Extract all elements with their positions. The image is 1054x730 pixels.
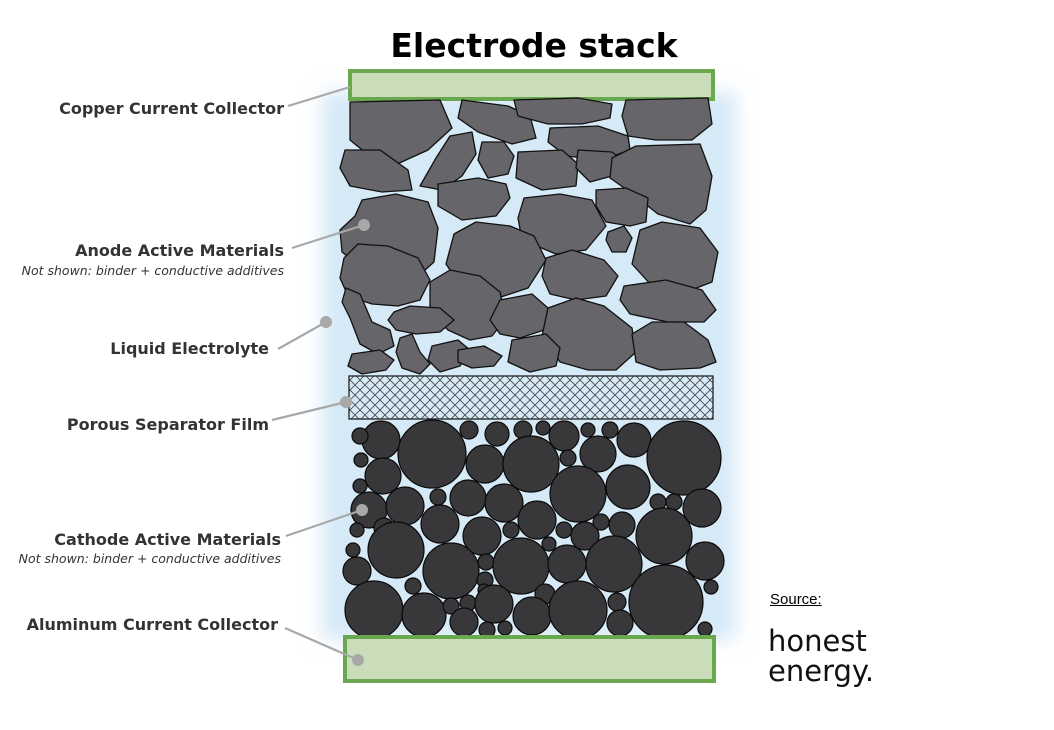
brand-line-2: energy. <box>768 654 875 688</box>
porous-separator-film <box>348 375 714 420</box>
cathode-particle <box>646 420 722 496</box>
cathode-particle <box>555 521 573 539</box>
cathode-particle <box>345 542 361 558</box>
cathode-particle <box>364 457 402 495</box>
cathode-particle <box>547 544 587 584</box>
cathode-particle <box>502 435 560 493</box>
note-cathode: Not shown: binder + conductive additives <box>18 551 281 566</box>
cathode-particle <box>579 435 617 473</box>
cathode-particle <box>601 421 619 439</box>
cathode-particle <box>361 420 401 460</box>
cathode-particle <box>404 577 422 595</box>
cathode-particle <box>484 421 510 447</box>
cathode-particle <box>367 521 425 579</box>
cathode-particle <box>703 579 719 595</box>
leader-dot-electrolyte <box>320 316 332 328</box>
cathode-particle <box>616 422 652 458</box>
cathode-active-materials <box>342 419 725 640</box>
leader-dot-separator <box>340 396 352 408</box>
cathode-particle <box>605 464 651 510</box>
brand-logo: honest energy. <box>768 626 874 686</box>
diagram-title: Electrode stack <box>390 26 678 65</box>
label-aluminum-current-collector: Aluminum Current Collector <box>26 615 278 634</box>
cathode-particle <box>449 607 479 637</box>
cathode-particle <box>682 488 722 528</box>
leader-line-electrolyte <box>277 321 327 350</box>
cathode-particle <box>585 535 643 593</box>
leader-dot-anode <box>358 219 370 231</box>
cathode-particle <box>422 542 480 600</box>
cathode-particle <box>635 507 693 565</box>
cathode-particle <box>541 536 557 552</box>
leader-lines <box>271 85 370 666</box>
cathode-particle <box>401 592 447 638</box>
cathode-particle <box>459 420 479 440</box>
cathode-particle <box>697 621 713 637</box>
cathode-particle <box>580 422 596 438</box>
cathode-particle <box>351 427 369 445</box>
leader-dot-cathode <box>356 504 368 516</box>
cathode-particle <box>549 465 607 523</box>
cathode-particle <box>397 419 467 489</box>
cathode-particle <box>465 444 505 484</box>
copper-current-collector <box>348 69 715 101</box>
label-copper-current-collector: Copper Current Collector <box>59 99 284 118</box>
cathode-particle <box>502 521 520 539</box>
cathode-particle <box>477 553 495 571</box>
cathode-particle <box>474 584 514 624</box>
brand-line-1: honest <box>768 624 867 658</box>
cathode-particle <box>517 500 557 540</box>
cathode-particle <box>559 449 577 467</box>
cathode-particle <box>449 479 487 517</box>
leader-line-copper <box>287 85 351 108</box>
note-anode: Not shown: binder + conductive additives <box>21 263 284 278</box>
leader-dot-aluminum <box>352 654 364 666</box>
cathode-particle <box>535 420 551 436</box>
label-liquid-electrolyte: Liquid Electrolyte <box>110 339 269 358</box>
cathode-particle <box>592 513 610 531</box>
cathode-particle <box>497 620 513 636</box>
cathode-particle <box>512 596 552 636</box>
anode-active-materials <box>339 97 719 375</box>
leader-line-separator <box>271 400 347 422</box>
cathode-particle <box>570 521 600 551</box>
cathode-particle <box>665 493 683 511</box>
cathode-particle <box>607 592 627 612</box>
cathode-particle <box>548 580 608 640</box>
aluminum-current-collector <box>343 635 716 683</box>
leader-line-aluminum <box>284 626 359 662</box>
cathode-particle <box>420 504 460 544</box>
cathode-particle <box>342 556 372 586</box>
cathode-particle <box>606 609 634 637</box>
cathode-particle <box>484 483 524 523</box>
cathode-particle <box>352 478 368 494</box>
cathode-particle <box>385 486 425 526</box>
label-anode-active-materials: Anode Active Materials <box>75 241 284 260</box>
source-label: Source: <box>770 591 822 608</box>
label-cathode-active-materials: Cathode Active Materials <box>54 530 281 549</box>
cathode-particle <box>628 564 704 640</box>
cathode-particle <box>429 488 447 506</box>
label-porous-separator-film: Porous Separator Film <box>66 415 269 434</box>
cathode-particle <box>344 580 404 640</box>
cathode-particle <box>353 452 369 468</box>
cathode-particle <box>608 511 636 539</box>
cathode-particle <box>349 522 365 538</box>
cathode-particle <box>442 597 460 615</box>
cathode-particle <box>685 541 725 581</box>
leader-line-anode <box>291 223 365 250</box>
leader-line-cathode <box>285 508 363 538</box>
